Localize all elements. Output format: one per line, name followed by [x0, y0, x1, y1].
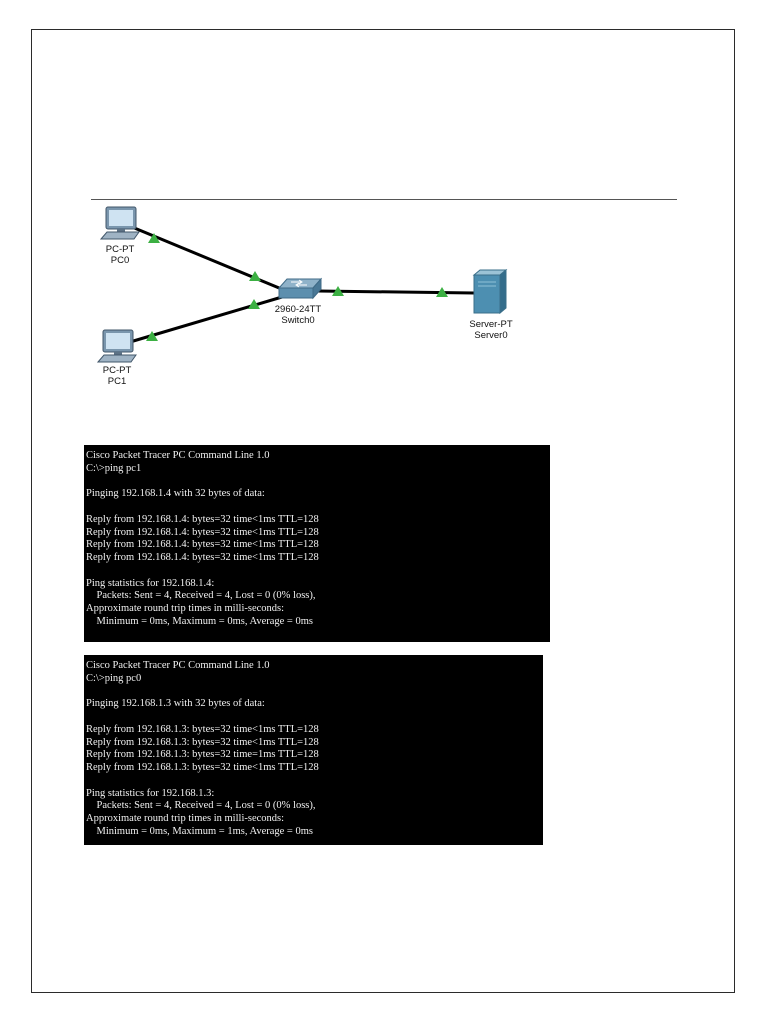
- terminal-line: Pinging 192.168.1.4 with 32 bytes of dat…: [86, 488, 265, 500]
- pc1-name: PC1: [107, 376, 127, 387]
- network-topology: PC-PT PC0 PC-PT PC1 2960-24TT Switch0 Se…: [0, 0, 768, 420]
- pc0-model: PC-PT: [105, 244, 135, 255]
- terminal-line: [86, 686, 543, 699]
- horizontal-rule: [91, 199, 677, 200]
- terminal-line: Reply from 192.168.1.4: bytes=32 time<1m…: [86, 526, 319, 538]
- link-status-light: [148, 233, 160, 243]
- terminal-line: Reply from 192.168.1.3: bytes=32 time<1m…: [86, 762, 319, 773]
- command-prompt-window: Cisco Packet Tracer PC Command Line 1.0 …: [84, 655, 543, 845]
- link-status-light: [332, 286, 344, 296]
- pc0-label: PC-PT PC0: [106, 244, 135, 266]
- server-icon[interactable]: [472, 268, 508, 315]
- server0-label: Server-PT Server0: [469, 319, 512, 341]
- switch0-model: 2960-24TT: [274, 304, 322, 315]
- terminal-line: Cisco Packet Tracer PC Command Line 1.0: [86, 450, 270, 461]
- pc0-name: PC0: [110, 255, 130, 266]
- topology-canvas: [96, 206, 508, 363]
- server0-name: Server0: [474, 330, 508, 341]
- terminal-line: [86, 476, 550, 489]
- link-status-light: [146, 331, 158, 341]
- terminal-line: [86, 711, 543, 724]
- pc1-model: PC-PT: [102, 365, 132, 376]
- server0-model: Server-PT: [469, 319, 513, 330]
- pc0-icon[interactable]: [99, 206, 140, 240]
- terminal-line: Ping statistics for 192.168.1.3:: [86, 787, 215, 799]
- switch0-name: Switch0: [281, 315, 315, 326]
- terminal-line: Reply from 192.168.1.3: bytes=32 time<1m…: [86, 723, 319, 735]
- link-status-light: [249, 271, 261, 281]
- terminal-line: Approximate round trip times in milli-se…: [86, 603, 285, 614]
- page-frame: [31, 29, 735, 993]
- pc1-icon[interactable]: [96, 329, 137, 363]
- terminal-line: C:\>ping pc0: [86, 672, 142, 684]
- link-status-light: [436, 287, 448, 297]
- terminal-line: Minimum = 0ms, Maximum = 1ms, Average = …: [86, 825, 313, 837]
- terminal-line: Minimum = 0ms, Maximum = 0ms, Average = …: [86, 615, 313, 627]
- terminal-line: Reply from 192.168.1.4: bytes=32 time<1m…: [86, 539, 319, 551]
- terminal-line: Packets: Sent = 4, Received = 4, Lost = …: [86, 800, 316, 812]
- terminal-line: [86, 565, 550, 578]
- terminal-line: Packets: Sent = 4, Received = 4, Lost = …: [86, 590, 316, 602]
- terminal-line: Reply from 192.168.1.4: bytes=32 time<1m…: [86, 552, 319, 563]
- link-status-light: [248, 299, 260, 309]
- terminal-line: [86, 501, 550, 514]
- terminal-line: Reply from 192.168.1.3: bytes=32 time<1m…: [86, 736, 319, 748]
- switch0-label: 2960-24TT Switch0: [275, 304, 321, 326]
- terminal-line: Reply from 192.168.1.4: bytes=32 time<1m…: [86, 513, 319, 525]
- cable-switch0-server0: [317, 289, 475, 295]
- terminal-line: C:\>ping pc1: [86, 462, 142, 474]
- pc1-label: PC-PT PC1: [103, 365, 132, 387]
- terminal-line: Reply from 192.168.1.3: bytes=32 time=1m…: [86, 749, 319, 761]
- command-prompt-window: Cisco Packet Tracer PC Command Line 1.0 …: [84, 445, 550, 642]
- terminal-line: Cisco Packet Tracer PC Command Line 1.0: [86, 660, 270, 671]
- terminal-line: Pinging 192.168.1.3 with 32 bytes of dat…: [86, 698, 265, 710]
- terminal-line: [86, 775, 543, 788]
- switch-icon[interactable]: [277, 277, 323, 300]
- terminal-line: Ping statistics for 192.168.1.4:: [86, 577, 215, 589]
- terminal-line: Approximate round trip times in milli-se…: [86, 813, 285, 824]
